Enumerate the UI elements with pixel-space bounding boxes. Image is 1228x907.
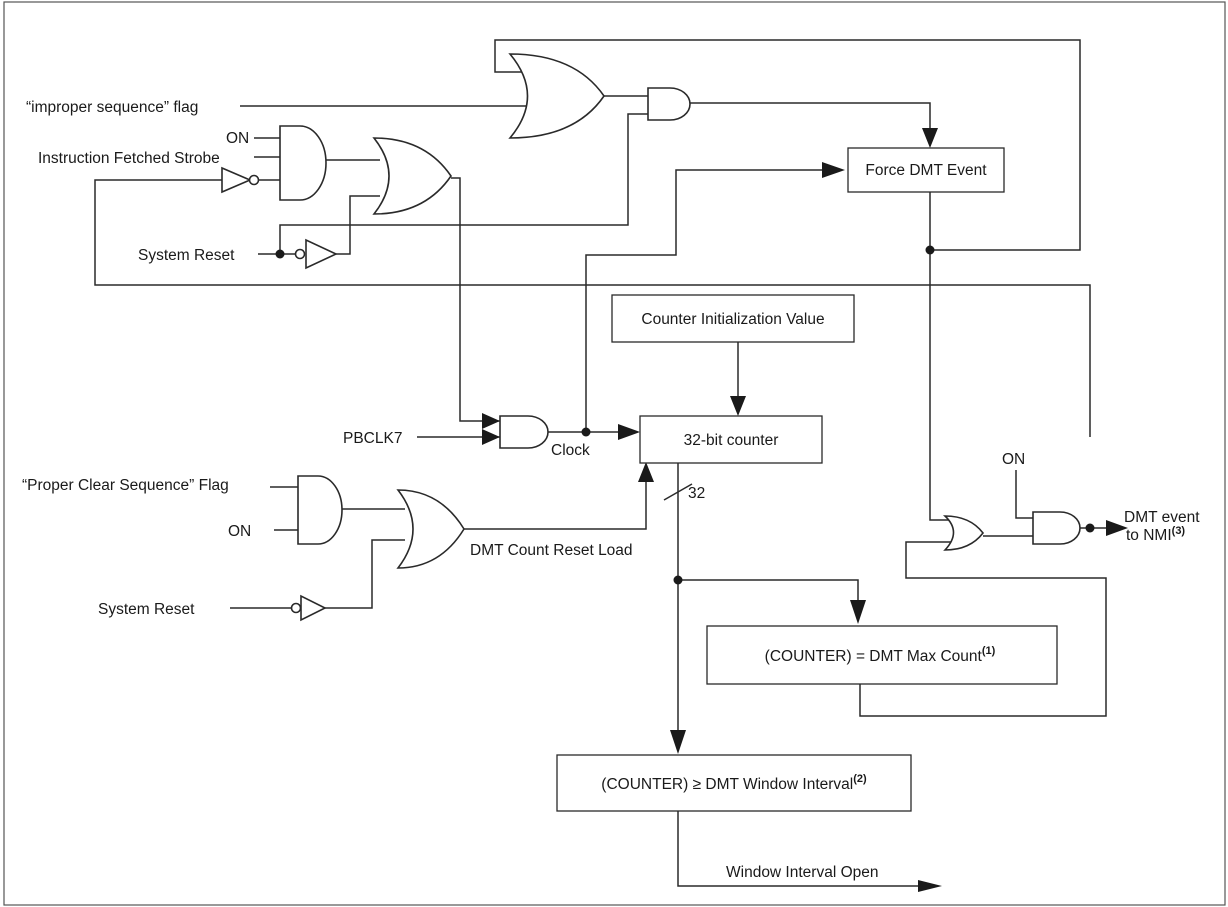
bus-width-label: 32 [688, 485, 705, 502]
dmt-count-reset-load-label: DMT Count Reset Load [470, 542, 633, 559]
on-bottom-label: ON [228, 523, 251, 540]
inverter-1 [221, 166, 260, 194]
force-dmt-event-box [847, 147, 1005, 193]
max-count-text: (COUNTER) = DMT Max Count(1) [765, 645, 996, 665]
clock-label: Clock [551, 442, 590, 459]
counter-32bit-box [639, 415, 823, 464]
proper-clear-sequence-flag-label: “Proper Clear Sequence” Flag [22, 477, 229, 494]
improper-sequence-flag-label: “improper sequence” flag [26, 99, 198, 116]
system-reset-top-label: System Reset [138, 247, 235, 264]
dmt-event-line1: DMT event [1124, 509, 1200, 526]
counter-32bit-text: 32-bit counter [684, 432, 779, 449]
labels: “improper sequence” flag ON Instruction … [22, 99, 1200, 881]
dmt-event-line2-main: to NMI [1126, 527, 1172, 544]
max-count-main: (COUNTER) = DMT Max Count [765, 648, 983, 665]
window-interval-text: (COUNTER) ≥ DMT Window Interval(2) [601, 773, 867, 793]
diagram-frame [3, 1, 1226, 906]
counter-init-value-text: Counter Initialization Value [641, 311, 824, 328]
or-gate-6 [942, 515, 985, 551]
or-gate-3 [372, 137, 452, 215]
max-count-box [706, 625, 1058, 685]
and-gate-5 [297, 475, 343, 545]
window-interval-open-label: Window Interval Open [726, 864, 879, 881]
and-gate-3 [279, 125, 327, 201]
or-gate-1 [508, 53, 605, 139]
system-reset-bottom-label: System Reset [98, 601, 195, 618]
window-interval-note: (2) [853, 773, 867, 785]
arrowheads [482, 128, 1128, 892]
wires [94, 39, 1107, 887]
counter-init-value-box [611, 294, 855, 343]
inverter-2 [294, 238, 338, 270]
pbclk7-label: PBCLK7 [343, 430, 402, 447]
dmt-event-note: (3) [1172, 525, 1186, 537]
gates [221, 53, 1081, 622]
inverter-3 [290, 594, 327, 622]
force-dmt-event-text: Force DMT Event [865, 162, 987, 179]
on-top-label: ON [226, 130, 249, 147]
and-gate-7 [1032, 511, 1081, 545]
or-gate-5 [396, 489, 465, 569]
max-count-note: (1) [982, 645, 996, 657]
on-right-label: ON [1002, 451, 1025, 468]
dmt-event-line2: to NMI(3) [1126, 525, 1185, 544]
blocks [556, 147, 1058, 812]
instruction-fetched-strobe-label: Instruction Fetched Strobe [38, 150, 220, 167]
and-gate-4 [499, 415, 549, 449]
window-interval-box [556, 754, 912, 812]
and-gate-2 [647, 87, 691, 121]
window-interval-main: (COUNTER) ≥ DMT Window Interval [601, 776, 853, 793]
junction-dots [275, 245, 1095, 585]
